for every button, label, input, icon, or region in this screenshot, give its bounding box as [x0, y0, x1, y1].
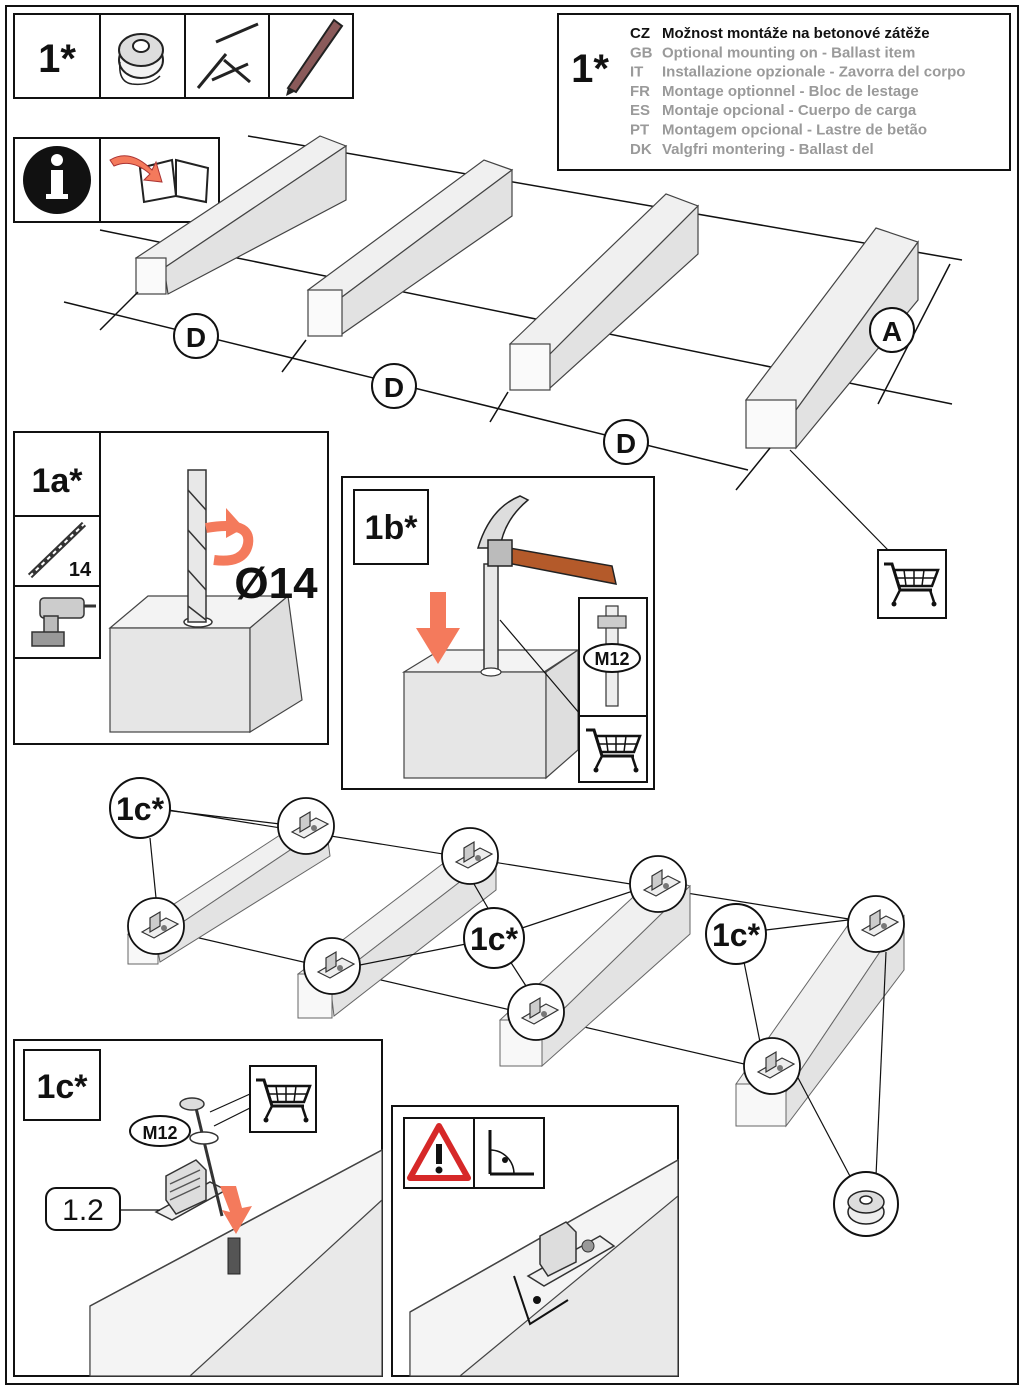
panel-1a-label: 1a*	[31, 462, 83, 500]
panel-1b-label: 1b*	[365, 509, 419, 547]
svg-text:A: A	[882, 316, 902, 347]
concrete-block-drilled	[108, 594, 303, 734]
fixing-point-7	[847, 895, 905, 953]
legend-code: IT	[630, 64, 643, 81]
language-legend: 1* CZ Možnost montáže na betonové zátěžeG…	[557, 13, 1011, 171]
svg-text:D: D	[186, 322, 206, 353]
drill-bit-in-block	[187, 469, 207, 623]
svg-text:1.2: 1.2	[62, 1194, 104, 1227]
ballast-block-2	[306, 159, 514, 337]
hammer-icon	[476, 495, 617, 585]
rotation-arrow-icon	[205, 508, 254, 566]
legend-code: CZ	[630, 25, 650, 42]
part-number-callout: 1.2	[45, 1187, 121, 1231]
fixing-callout-2: 1c*	[463, 907, 525, 969]
bolt-size-label: M12	[594, 649, 629, 669]
legend-text: Optional mounting on - Ballast item	[662, 44, 915, 61]
panel-1b-anchor: 1b* M12	[341, 476, 655, 790]
step-number-box: 1*	[13, 13, 101, 99]
dimension-d-3: D	[603, 419, 649, 465]
right-angle-icon	[488, 1130, 534, 1176]
dimension-d-1: D	[173, 313, 219, 359]
fixing-point-5	[629, 855, 687, 913]
fixing-callout-1: 1c*	[109, 777, 171, 839]
fixing-point-1	[277, 797, 335, 855]
ballast-layout-top: D D D A	[63, 135, 963, 619]
info-box	[13, 137, 220, 223]
panel-1c-clamp: 1c* M12	[13, 1039, 383, 1377]
panel-1c-label: 1c*	[36, 1068, 88, 1106]
pencil-icon	[286, 18, 344, 96]
svg-text:D: D	[616, 428, 636, 459]
svg-text:D: D	[384, 372, 404, 403]
screws-icon	[196, 22, 259, 89]
cart-icon-ballast	[877, 549, 947, 619]
read-manual-icon	[109, 155, 210, 204]
dimension-a: A	[869, 307, 915, 353]
anchor-stud	[227, 1237, 241, 1275]
fixing-point-2	[127, 897, 185, 955]
anchor-bolt	[480, 563, 502, 677]
ballast-layout-fixings: 1c* 1c* 1c*	[109, 777, 905, 1237]
legend-text: Montage optionnel - Bloc de lestage	[662, 83, 919, 100]
wire-spool-callout-icon	[833, 1171, 899, 1237]
legend-text: Valgfri montering - Ballast del	[662, 141, 874, 158]
fixing-point-3	[441, 827, 499, 885]
panel-right-angle-warning	[391, 1105, 679, 1377]
step-number: 1*	[38, 37, 76, 81]
legend-step-label: 1*	[571, 47, 609, 91]
ballast-block-4	[744, 227, 919, 450]
legend-text: Installazione opzionale - Zavorra del co…	[662, 64, 965, 81]
down-arrow-clamp-icon	[220, 1186, 252, 1234]
legend-code: ES	[630, 102, 650, 119]
right-angle-marker	[513, 1275, 569, 1326]
bolt-and-washers	[179, 1097, 224, 1217]
tools-row	[99, 13, 354, 99]
dimension-d-2: D	[371, 363, 417, 409]
drill-bit-icon	[27, 521, 87, 579]
fixing-callout-3: 1c*	[705, 903, 767, 965]
panel-1a-drilling: 1a* 14 Ø14	[13, 431, 329, 745]
drill-diameter: Ø14	[234, 559, 318, 608]
fixing-point-4	[303, 937, 361, 995]
svg-text:1c*: 1c*	[712, 917, 761, 953]
legend-code: GB	[630, 44, 653, 61]
ballast-block-3	[508, 193, 700, 391]
svg-text:1c*: 1c*	[470, 921, 519, 957]
legend-text: Montagem opcional - Lastre de betão	[662, 122, 927, 139]
fixing-point-8	[743, 1037, 801, 1095]
wire-spool-icon	[118, 33, 164, 86]
legend-code: FR	[630, 83, 650, 100]
drill-bit-size: 14	[69, 559, 92, 581]
clamp-bolt-size: M12	[142, 1123, 177, 1143]
legend-text: Možnost montáže na betonové zátěže	[662, 25, 930, 42]
cart-icon-clamp	[249, 1065, 317, 1133]
warning-icon	[407, 1123, 471, 1181]
legend-text: Montaje opcional - Cuerpo de carga	[662, 102, 917, 119]
ballast-block-1	[134, 135, 348, 295]
down-arrow-icon	[416, 592, 460, 664]
svg-text:1c*: 1c*	[116, 791, 165, 827]
legend-code: PT	[630, 122, 649, 139]
legend-code: DK	[630, 141, 652, 158]
fixing-point-6	[507, 983, 565, 1041]
power-drill-icon	[31, 597, 96, 647]
info-icon	[23, 146, 91, 214]
clamp-installed	[526, 1221, 616, 1287]
